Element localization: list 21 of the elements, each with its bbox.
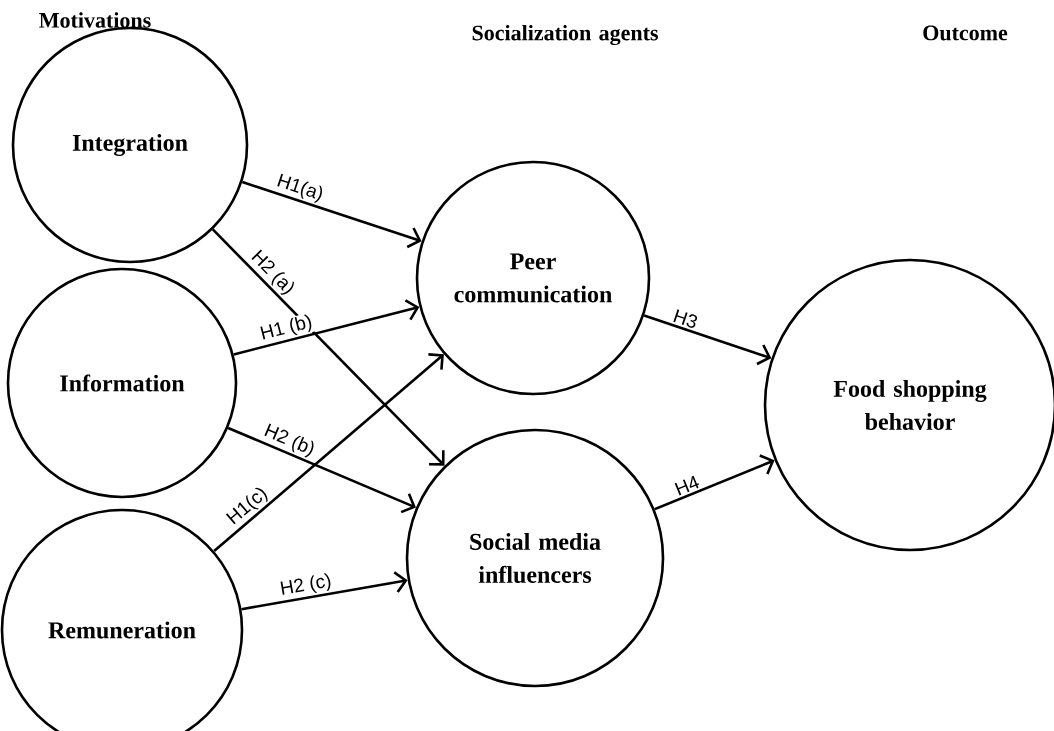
edge-label: H2 (b) [264, 423, 314, 458]
edge-label: H1 (b) [260, 314, 312, 340]
column-heading: Socialization agents [472, 24, 658, 46]
arrow [213, 353, 444, 553]
arrow [211, 228, 445, 466]
arrow [233, 299, 420, 356]
edge-label: H3 [673, 309, 698, 328]
edge-label: H4 [674, 475, 700, 496]
edge-label: H2 (c) [280, 573, 331, 595]
arrow [241, 180, 422, 249]
column-heading: Motivations [39, 12, 151, 28]
circle-node: Social media influencers [405, 428, 665, 688]
edge-label: H1(a) [277, 173, 323, 203]
column-heading: Outcome [923, 25, 1008, 41]
edge-label: H2 (a) [251, 249, 294, 295]
circle-node: Peer communication [415, 160, 651, 396]
arrow [643, 314, 772, 366]
arrow [227, 426, 416, 514]
arrow [654, 454, 775, 511]
circle-node: Information [6, 267, 238, 499]
arrow [241, 571, 408, 611]
